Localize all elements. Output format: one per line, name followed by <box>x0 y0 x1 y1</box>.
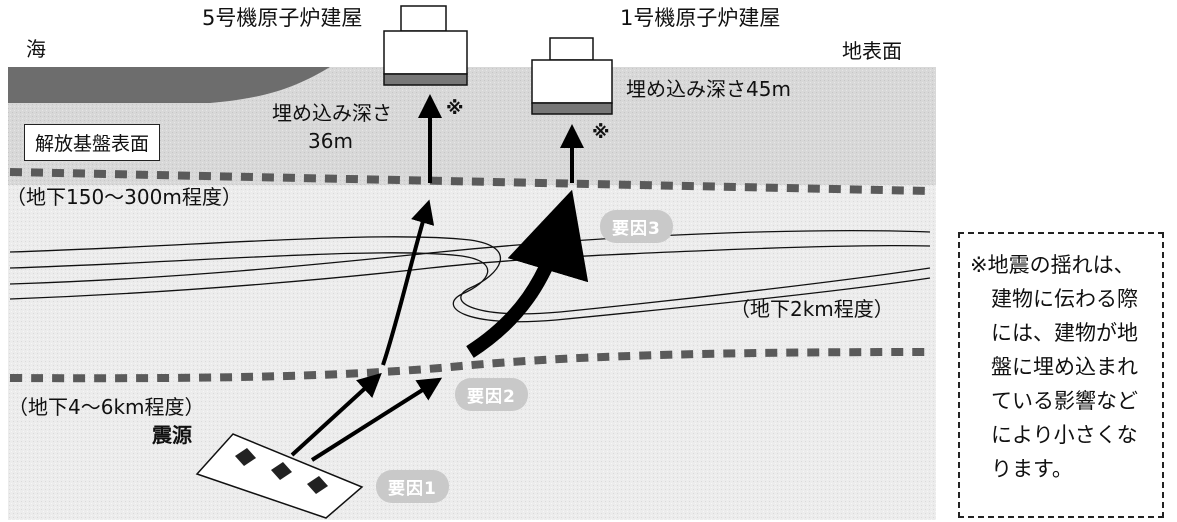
deep-boundary-line <box>9 348 931 383</box>
unit1-building <box>531 37 613 115</box>
unit5-building-label: 5号機原子炉建屋 <box>202 6 363 30</box>
factor3-badge: 要因3 <box>600 210 673 243</box>
note-mark-unit5: ※ <box>446 98 464 119</box>
footnote-box: ※地震の揺れは、 建物に伝わる際 には、建物が地 盤に埋め込まれ ている影響など… <box>958 232 1164 518</box>
bedrock-boundary-line <box>9 168 931 195</box>
footnote-line: により小さくな <box>970 423 1138 447</box>
footnote-line: ている影響など <box>970 389 1138 413</box>
sea-area <box>8 67 330 103</box>
factor2-badge: 要因2 <box>455 378 528 411</box>
note-mark-unit1: ※ <box>592 122 610 143</box>
bedrock-surface-label: 解放基盤表面 <box>24 124 161 161</box>
arrow-to-5-lower <box>290 372 382 457</box>
middle-ground-layer <box>8 185 936 345</box>
arrow-to-5-mid <box>381 199 435 366</box>
footnote-line: ります。 <box>970 457 1073 481</box>
unit5-embed-depth-line1: 埋め込み深さ <box>272 101 392 125</box>
footnote-line: 盤に埋め込まれ <box>970 355 1138 379</box>
factor1-badge: 要因1 <box>376 470 449 503</box>
sea-label: 海 <box>26 37 46 61</box>
depth-deep-label: （地下4～6km程度） <box>8 395 205 419</box>
lower-ground-layer <box>8 345 936 520</box>
arrow-to-1-lower <box>310 377 443 462</box>
footnote-line: には、建物が地 <box>970 321 1138 345</box>
unit1-embed-depth: 埋め込み深さ45m <box>626 77 791 101</box>
ground-surface-label: 地表面 <box>842 39 902 63</box>
footnote-line: 建物に伝わる際 <box>970 287 1138 311</box>
unit5-embed-depth-line2: 36m <box>308 129 353 153</box>
depth-shallow-label: （地下150～300m程度） <box>6 185 242 209</box>
epicenter-label: 震源 <box>152 423 192 447</box>
unit5-building <box>383 5 468 86</box>
arrow-to-1-mid <box>466 189 589 358</box>
epicenter-plate <box>195 433 364 519</box>
seismic-wave-arrows <box>290 94 589 462</box>
footnote-line: ※地震の揺れは、 <box>970 253 1135 277</box>
unit1-building-label: 1号機原子炉建屋 <box>620 6 781 30</box>
depth-mid-label: （地下2km程度） <box>730 297 894 321</box>
